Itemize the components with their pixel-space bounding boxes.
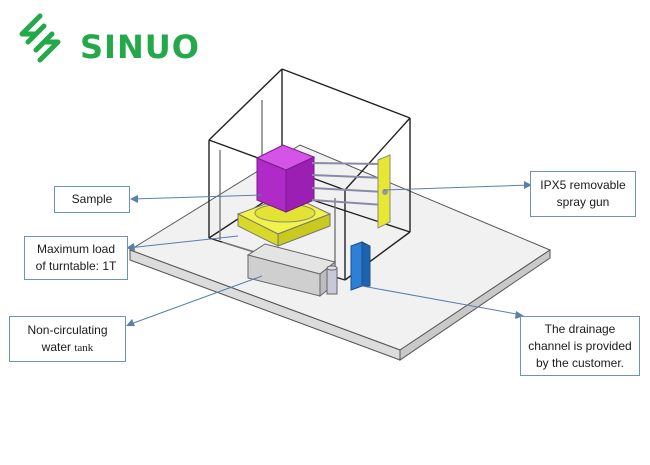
label-water-tank: Non-circulating water tank <box>9 316 126 362</box>
leader-arrowheads <box>126 181 532 326</box>
sinuo-logo-icon <box>19 13 61 63</box>
label-max-load: Maximum load of turntable: 1T <box>24 236 128 280</box>
cylinder-top <box>326 265 338 271</box>
label-water-tank-line1: Non-circulating <box>27 322 108 337</box>
label-drainage-line1: The drainage <box>544 321 616 336</box>
arrow-sample <box>130 195 138 203</box>
sinuo-logo: SINUO <box>14 12 199 68</box>
label-sample: Sample <box>54 186 130 213</box>
label-max-load-line2: of turntable: 1T <box>35 259 117 273</box>
platform-side <box>399 249 551 361</box>
arrow-tank <box>126 319 135 326</box>
sample-box-top <box>255 144 316 171</box>
label-water-tank-line2-a: water <box>41 339 72 354</box>
label-drainage-line2: channel is provided <box>528 338 632 353</box>
drain-unit-side <box>361 241 371 287</box>
label-spray-gun-line2: spray gun <box>556 195 610 209</box>
label-water-tank-line2: water tank <box>42 339 94 357</box>
arrow-drain-start <box>515 311 524 319</box>
label-drainage: The drainage channel is provided by the … <box>520 316 640 376</box>
spray-gun-nozzle-icon <box>382 189 388 195</box>
label-spray-gun-line1: IPX5 removable <box>540 178 626 192</box>
label-spray-gun: IPX5 removable spray gun <box>530 171 636 217</box>
drain-unit-front <box>350 241 363 291</box>
arrow-spray <box>524 181 532 189</box>
brand-name: SINUO <box>80 28 200 66</box>
label-sample-text: Sample <box>71 192 113 206</box>
cylinder-body <box>326 267 338 295</box>
arrow-maxload <box>126 243 135 251</box>
leader-lines <box>127 184 531 326</box>
label-water-tank-line2-b: tank <box>74 341 94 354</box>
label-drainage-line3: by the customer. <box>535 355 625 370</box>
label-max-load-line1: Maximum load <box>36 242 116 256</box>
spray-bars <box>311 162 385 206</box>
turntable-side <box>277 213 331 247</box>
